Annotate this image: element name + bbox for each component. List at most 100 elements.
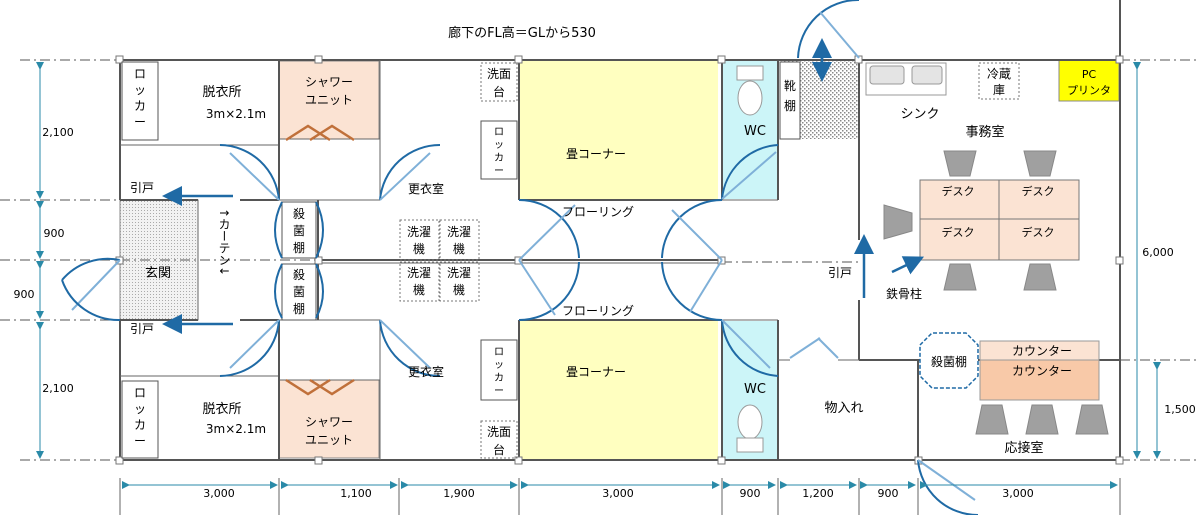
- steri-bot-1: 殺: [293, 268, 305, 282]
- pillar-label: 鉄骨柱: [886, 286, 922, 301]
- washer-2-b: 機: [453, 241, 465, 256]
- locker-label-tl-1: ロ: [134, 67, 146, 81]
- washbasin-top-1: 洗面: [487, 67, 511, 81]
- locker-label-tm-3: カ: [494, 152, 504, 164]
- entrance-label: 玄関: [145, 266, 171, 281]
- shoe-shelf-label-1: 靴: [784, 79, 796, 93]
- dim-bottom-3: 1,900: [443, 487, 475, 500]
- tatami-label-top: 畳コーナー: [566, 147, 626, 161]
- steri-shelf-bottom: [281, 263, 317, 321]
- dim-left-1: 2,100: [42, 126, 74, 139]
- desk-label-4: デスク: [1022, 225, 1055, 239]
- changing-label-bottom: 更衣室: [408, 364, 444, 379]
- washer-1-b: 機: [413, 241, 425, 256]
- counter-bottom: [979, 359, 1100, 401]
- storage-label: 物入れ: [824, 401, 863, 416]
- washbasin-top-2: 台: [493, 84, 505, 99]
- locker-top-mid: [480, 120, 518, 180]
- locker-bottom-mid: [480, 339, 518, 401]
- desk-label-2: デスク: [1022, 184, 1055, 198]
- pc-label-2: プリンタ: [1067, 84, 1111, 97]
- steri-bot-3: 棚: [293, 301, 305, 316]
- dim-left-4: 2,100: [42, 382, 74, 395]
- locker-label-tm-2: ッ: [494, 140, 504, 151]
- shower-label-bottom-1: シャワー: [305, 415, 353, 429]
- dim-bottom-2: 1,100: [340, 487, 372, 500]
- steri-shelf-top: [281, 201, 317, 259]
- dim-left-2: 900: [44, 227, 65, 240]
- washer-3-b: 機: [413, 282, 425, 297]
- locker-label-tm-1: ロ: [494, 127, 504, 138]
- dim-bottom-6: 1,200: [802, 487, 834, 500]
- sink-bowl: [869, 65, 905, 85]
- reception-label: 応接室: [1004, 440, 1043, 456]
- locker-label-bl-3: カ: [134, 418, 146, 432]
- dim-left-3: 900: [14, 288, 35, 301]
- dim-right-1: 6,000: [1142, 246, 1174, 259]
- flooring-label-top: フローリング: [562, 205, 634, 219]
- tatami-fill-bottom: [519, 321, 718, 459]
- dimensions-right: [1133, 62, 1161, 459]
- locker-bottom-left: [121, 380, 159, 459]
- counter-label-bottom: カウンター: [1012, 364, 1072, 378]
- locker-label-bl-1: ロ: [134, 386, 146, 400]
- dressing-size-top: 3m×2.1m: [206, 107, 266, 121]
- dressing-label-bottom: 脱衣所: [202, 401, 241, 417]
- changing-label-top: 更衣室: [408, 181, 444, 196]
- sliding-label-mid: 引戸: [828, 266, 852, 280]
- curtain-label: ↑カーテン↓: [217, 208, 231, 276]
- locker-label-bm-3: カ: [494, 372, 504, 384]
- washer-4-b: 機: [453, 282, 465, 297]
- locker-label-bm-1: ロ: [494, 347, 504, 358]
- washbasin-bottom: [480, 420, 518, 459]
- locker-label-bm-2: ッ: [494, 360, 504, 371]
- dressing-size-bottom: 3m×2.1m: [206, 422, 266, 436]
- shower-label-bottom-2: ユニット: [305, 433, 353, 447]
- wc-label-top: WC: [744, 124, 766, 139]
- tatami-fill-top: [519, 61, 718, 199]
- steri-top-3: 棚: [293, 240, 305, 255]
- door-swings: [61, 0, 978, 515]
- toilet-top: [736, 65, 764, 116]
- locker-top-left: [121, 61, 159, 141]
- shower-label-top-2: ユニット: [305, 93, 353, 107]
- steri-hex-label: 殺菌棚: [931, 354, 967, 369]
- tatami-label-bottom: 畳コーナー: [566, 365, 626, 379]
- shoe-shelf: [779, 61, 801, 140]
- dim-bottom-5: 900: [740, 487, 761, 500]
- steri-shelf-hex: [919, 332, 979, 389]
- washer-2-a: 洗濯: [447, 225, 471, 239]
- toilet-bottom: [736, 404, 764, 453]
- washer-1-a: 洗濯: [407, 225, 431, 239]
- fridge-box: [978, 62, 1020, 100]
- counter-label-top: カウンター: [1012, 344, 1072, 358]
- locker-label-bm-4: ー: [494, 386, 504, 397]
- locker-label-tl-2: ッ: [134, 83, 146, 97]
- office-label: 事務室: [965, 124, 1004, 140]
- washbasin-bottom-2: 台: [493, 442, 505, 457]
- desk-label-1: デスク: [942, 184, 975, 198]
- locker-label-tl-3: カ: [134, 99, 146, 113]
- washer-4-a: 洗濯: [447, 266, 471, 280]
- pc-printer-box: [1058, 59, 1120, 102]
- shower-label-top-1: シャワー: [305, 75, 353, 89]
- locker-label-tl-4: ー: [134, 115, 146, 129]
- pc-label-1: PC: [1082, 68, 1097, 81]
- sliding-label-bottom: 引戸: [130, 322, 154, 336]
- steri-top-2: 菌: [293, 224, 305, 238]
- fridge-label-2: 庫: [993, 83, 1005, 97]
- flooring-label-bottom: フローリング: [562, 304, 634, 318]
- office-chairs: [883, 150, 1109, 435]
- desk-label-3: デスク: [942, 225, 975, 239]
- locker-label-bl-2: ッ: [134, 402, 146, 416]
- steri-bot-2: 菌: [293, 285, 305, 299]
- washer-3-a: 洗濯: [407, 266, 431, 280]
- dim-right-2: 1,500: [1164, 403, 1196, 416]
- desk-group: [919, 179, 1080, 261]
- sliding-label-top: 引戸: [130, 181, 154, 195]
- wc-label-bottom: WC: [744, 382, 766, 397]
- dim-bottom-4: 3,000: [602, 487, 634, 500]
- dimensions-bottom: [119, 478, 1121, 515]
- steri-top-1: 殺: [293, 207, 305, 221]
